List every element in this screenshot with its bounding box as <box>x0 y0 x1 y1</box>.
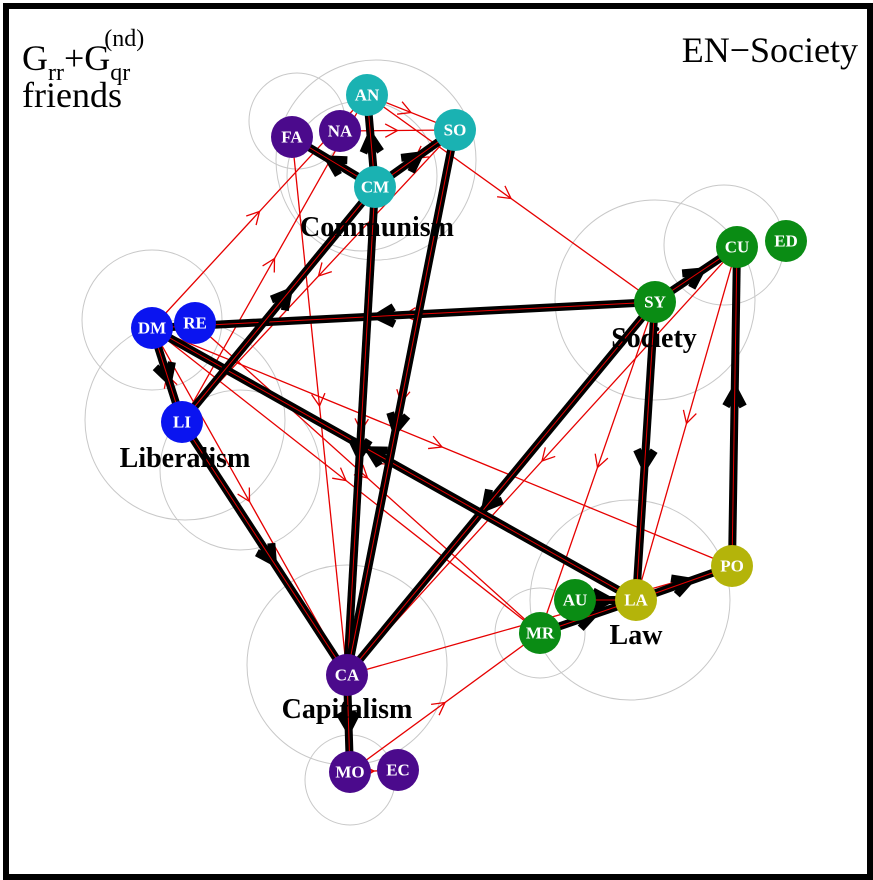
node-circle <box>329 751 371 793</box>
group-circle-communism <box>275 59 477 261</box>
red-arrow-NA-SO <box>384 123 399 138</box>
node-circle <box>377 749 419 791</box>
node-au[interactable]: AU <box>554 579 596 621</box>
group-label-liberalism: Liberalism <box>120 443 251 474</box>
group-label-communism: Communism <box>300 212 454 243</box>
group-label-capitalism: Capitalism <box>282 694 413 725</box>
node-label: MR <box>526 624 555 643</box>
node-mr[interactable]: MR <box>519 612 561 654</box>
black-edge-core-SY-LA <box>635 301 656 601</box>
node-circle <box>319 110 361 152</box>
node-re[interactable]: RE <box>174 302 216 344</box>
node-circle <box>711 545 753 587</box>
nodes: AN SO FA NA CM CU ED SY DM RE LI PO AU LA MR CA MO EC <box>131 74 807 793</box>
node-circle <box>765 220 807 262</box>
red-arrow-SO-LI <box>317 262 332 277</box>
node-label: AN <box>355 86 380 105</box>
node-cm[interactable]: CM <box>354 166 396 208</box>
red-arrow-LI-AN <box>262 257 276 273</box>
red-arrow-MO-MR <box>431 701 447 716</box>
group-circle-law <box>529 499 731 701</box>
group-label-society: Society <box>611 323 697 354</box>
node-circle <box>354 166 396 208</box>
node-circle <box>519 612 561 654</box>
node-mo[interactable]: MO <box>329 751 371 793</box>
group-circle-liberalism <box>81 249 223 391</box>
red-arrow-FA-CA <box>311 392 326 408</box>
node-label: RE <box>183 314 207 333</box>
title-left-line2: friends <box>22 75 122 115</box>
node-label: AU <box>563 591 588 610</box>
node-label: SY <box>644 293 666 312</box>
node-circle <box>434 109 476 151</box>
node-ec[interactable]: EC <box>377 749 419 791</box>
red-arrow-DM-MR <box>332 467 348 482</box>
node-label: CA <box>335 666 360 685</box>
black-edge-core-SO-CA <box>346 129 456 676</box>
node-la[interactable]: LA <box>615 579 657 621</box>
node-circle <box>131 307 173 349</box>
red-arrow-DM-AN <box>246 210 261 226</box>
node-li[interactable]: LI <box>161 401 203 443</box>
red-arrow-SY-MR <box>594 453 609 469</box>
node-label: MO <box>335 763 364 782</box>
node-label: PO <box>720 557 744 576</box>
node-circle <box>346 74 388 116</box>
node-circle <box>554 579 596 621</box>
node-label: CU <box>725 238 750 257</box>
red-arrow-CU-LA <box>682 409 697 425</box>
node-label: DM <box>138 319 166 338</box>
node-circle <box>716 226 758 268</box>
black-edges <box>148 94 747 773</box>
node-ca[interactable]: CA <box>326 654 368 696</box>
node-label: ED <box>774 232 798 251</box>
node-label: LI <box>173 413 191 432</box>
black-edge-core-SY-DM <box>151 301 656 329</box>
group-circle-liberalism <box>159 389 321 551</box>
node-circle <box>326 654 368 696</box>
node-sy[interactable]: SY <box>634 281 676 323</box>
red-arrow-DM-PO <box>428 435 444 450</box>
title-right: EN−Society <box>682 30 858 70</box>
node-label: LA <box>624 591 648 610</box>
group-label-law: Law <box>610 620 664 651</box>
node-an[interactable]: AN <box>346 74 388 116</box>
node-na[interactable]: NA <box>319 110 361 152</box>
black-edge-core-CM-CA <box>346 186 376 676</box>
node-label: SO <box>444 121 467 140</box>
title-left: Grr+Gqr(nd) <box>22 26 144 86</box>
red-arrow-DM-CA <box>237 487 251 503</box>
black-edge-core-LI-CM <box>181 186 376 423</box>
node-so[interactable]: SO <box>434 109 476 151</box>
node-label: EC <box>386 761 410 780</box>
black-edge-core-LA-DM <box>151 327 637 601</box>
black-edge-core-PO-CU <box>731 246 738 567</box>
node-label: NA <box>328 122 353 141</box>
node-cu[interactable]: CU <box>716 226 758 268</box>
node-dm[interactable]: DM <box>131 307 173 349</box>
black-edge-core-LI-CA <box>181 421 348 676</box>
node-circle <box>161 401 203 443</box>
black-edge-core-SY-CA <box>346 301 656 676</box>
node-circle <box>174 302 216 344</box>
node-ed[interactable]: ED <box>765 220 807 262</box>
node-fa[interactable]: FA <box>271 116 313 158</box>
red-arrow-AN-SY <box>497 185 513 200</box>
node-label: CM <box>361 178 389 197</box>
red-arrow-CU-CA <box>541 447 556 463</box>
node-circle <box>634 281 676 323</box>
node-circle <box>615 579 657 621</box>
node-circle <box>271 116 313 158</box>
red-arrow-AN-SO <box>397 101 413 115</box>
node-po[interactable]: PO <box>711 545 753 587</box>
node-label: FA <box>281 128 303 147</box>
group-circle-society <box>554 199 756 401</box>
